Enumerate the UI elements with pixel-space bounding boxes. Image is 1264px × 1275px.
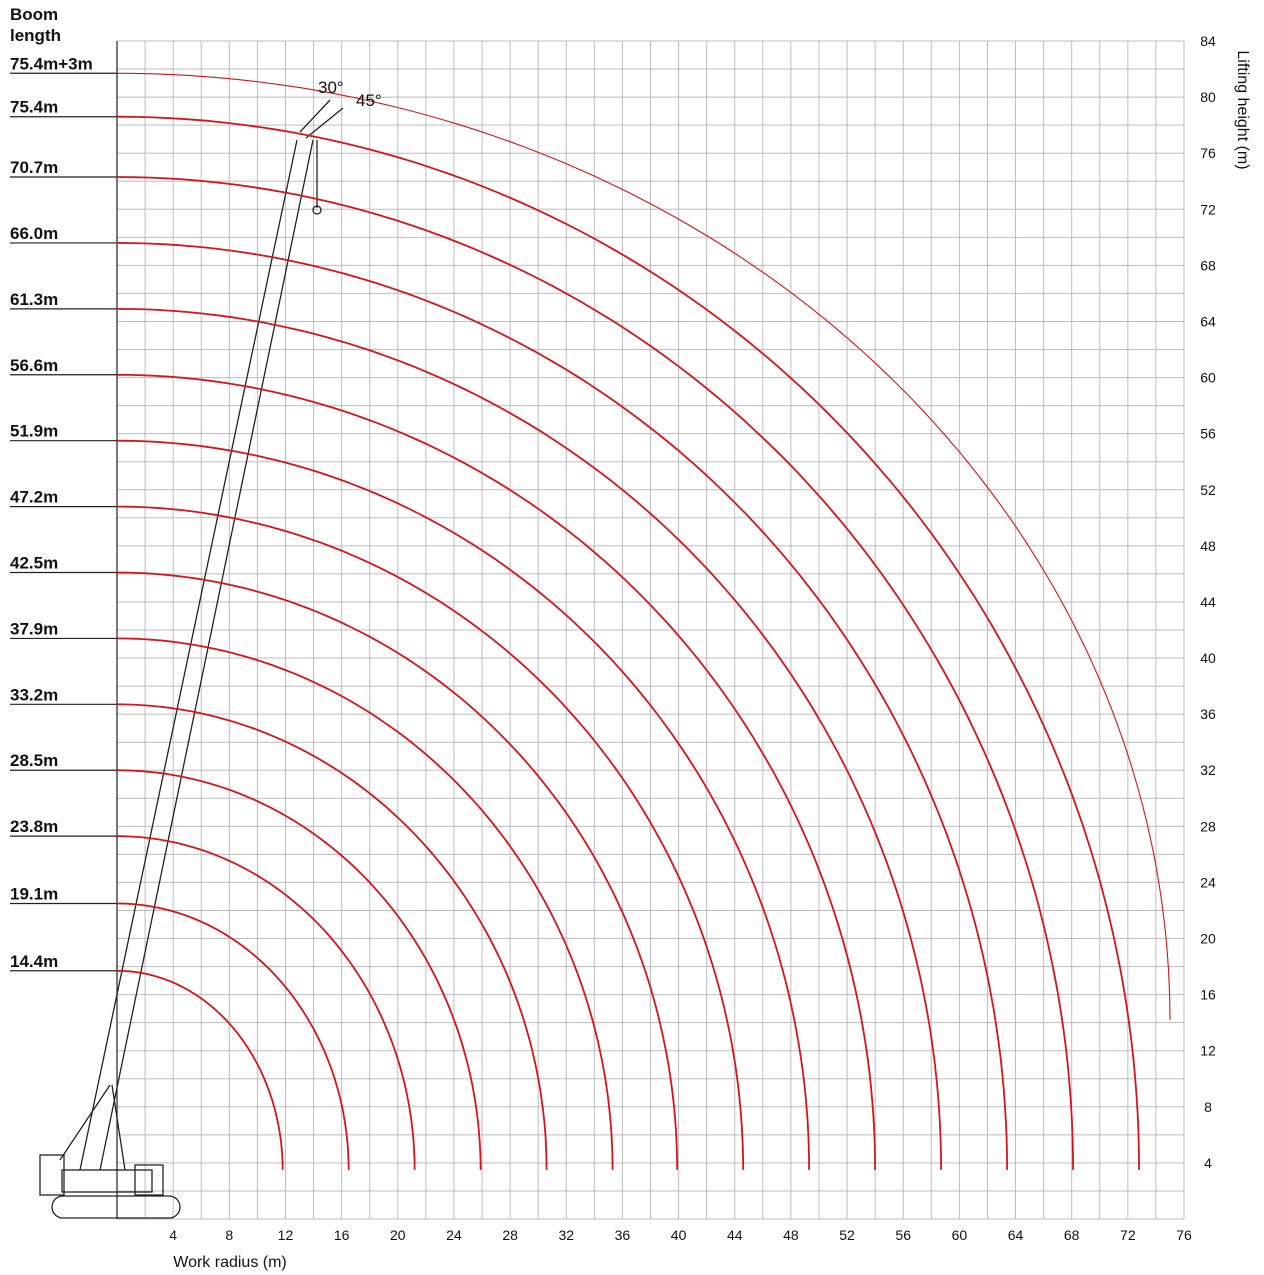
y-tick-label: 36 <box>1200 706 1216 722</box>
x-tick-label: 36 <box>615 1227 631 1243</box>
curve-19.1m <box>117 902 350 1170</box>
crane-mast <box>111 1084 126 1171</box>
boom-length-label: 51.9m <box>10 422 58 441</box>
boom-length-label: 47.2m <box>10 488 58 507</box>
angle-label-30: 30° <box>318 78 344 97</box>
x-tick-label: 28 <box>502 1227 518 1243</box>
x-tick-label: 76 <box>1176 1227 1192 1243</box>
y-tick-label: 68 <box>1200 257 1216 273</box>
curve-66.0m <box>116 242 1008 1170</box>
boom-length-label: 23.8m <box>10 817 58 836</box>
x-tick-label: 20 <box>390 1227 406 1243</box>
y-tick-label: 32 <box>1200 762 1216 778</box>
y-tick-label: 56 <box>1200 426 1216 442</box>
x-tick-label: 72 <box>1120 1227 1136 1243</box>
grid <box>116 40 1185 1220</box>
y-tick-label: 12 <box>1200 1043 1216 1059</box>
x-tick-label: 56 <box>895 1227 911 1243</box>
x-tick-label: 60 <box>952 1227 968 1243</box>
y-tick-label: 52 <box>1200 482 1216 498</box>
x-tick-label: 40 <box>671 1227 687 1243</box>
x-tick-label: 12 <box>278 1227 294 1243</box>
boom-length-label: 42.5m <box>10 554 58 573</box>
boom-length-header-line1: Boom <box>10 5 58 24</box>
curve-28.5m <box>116 769 482 1170</box>
y-tick-label: 16 <box>1200 987 1216 1003</box>
y-tick-label: 40 <box>1200 650 1216 666</box>
y-tick-label: 84 <box>1200 33 1216 49</box>
curve-23.8m <box>116 835 416 1170</box>
boom-length-label: 66.0m <box>10 224 58 243</box>
x-tick-label: 68 <box>1064 1227 1080 1243</box>
y-tick-label: 60 <box>1200 370 1216 386</box>
y-tick-label: 72 <box>1200 201 1216 217</box>
crane-hook-block <box>312 205 322 215</box>
curve-14.4m <box>117 969 284 1170</box>
crane-upperworks <box>61 1169 153 1193</box>
y-tick-label: 20 <box>1200 931 1216 947</box>
crane-track <box>51 1195 181 1219</box>
curve-33.2m <box>116 703 548 1170</box>
curve-37.9m <box>116 637 614 1170</box>
x-tick-label: 32 <box>558 1227 574 1243</box>
curve-47.2m <box>116 505 745 1170</box>
y-tick-label: 64 <box>1200 313 1216 329</box>
x-tick-label: 64 <box>1008 1227 1024 1243</box>
y-axis-title: Lifting height (m) <box>1234 50 1251 169</box>
x-tick-label: 44 <box>727 1227 743 1243</box>
y-tick-label: 80 <box>1200 89 1216 105</box>
crane-jib-30 <box>299 99 331 133</box>
x-tick-label: 8 <box>225 1227 233 1243</box>
curve-75.4m+3m <box>116 72 1171 1020</box>
y-tick-label: 8 <box>1204 1099 1212 1115</box>
crane-boom-left-chord <box>79 139 298 1171</box>
curve-70.7m <box>116 176 1074 1170</box>
y-tick-label: 28 <box>1200 818 1216 834</box>
crane-cab <box>134 1164 164 1196</box>
boom-length-label: 56.6m <box>10 356 58 375</box>
y-tick-label: 44 <box>1200 594 1216 610</box>
crane-jib-45 <box>305 107 344 139</box>
boom-length-labels: 14.4m 19.1m 23.8m 28.5m 33.2m 37.9m 42.5m 47.2m… <box>10 54 93 971</box>
boom-length-label: 75.4m <box>10 98 58 117</box>
crane-backstay <box>59 1084 111 1161</box>
x-axis-title: Work radius (m) <box>173 1254 287 1271</box>
curve-42.5m <box>116 571 679 1170</box>
crane-boom-right-chord <box>99 139 314 1171</box>
boom-length-label: 14.4m <box>10 952 58 971</box>
boom-length-label: 28.5m <box>10 751 58 770</box>
curve-56.6m <box>116 373 876 1170</box>
x-tick-label: 16 <box>334 1227 350 1243</box>
crane-illustration <box>39 99 344 1219</box>
boom-length-label: 19.1m <box>10 884 58 903</box>
x-tick-label: 24 <box>446 1227 462 1243</box>
boom-length-curves <box>116 72 1171 1170</box>
curve-61.3m <box>116 308 942 1170</box>
boom-length-label: 61.3m <box>10 290 58 309</box>
crane-counterweight <box>39 1154 65 1196</box>
y-tick-label: 48 <box>1200 538 1216 554</box>
curve-51.9m <box>116 439 810 1170</box>
curve-75.4m <box>116 115 1140 1170</box>
boom-length-label: 33.2m <box>10 685 58 704</box>
y-tick-label: 76 <box>1200 145 1216 161</box>
x-tick-label: 48 <box>783 1227 799 1243</box>
x-tick-label: 4 <box>169 1227 177 1243</box>
boom-length-label: 75.4m+3m <box>10 54 93 73</box>
boom-length-header-line2: length <box>10 26 61 45</box>
x-tick-label: 52 <box>839 1227 855 1243</box>
y-tick-label: 24 <box>1200 874 1216 890</box>
boom-length-leaders <box>10 72 117 972</box>
boom-length-label: 70.7m <box>10 158 58 177</box>
boom-length-label: 37.9m <box>10 619 58 638</box>
y-tick-label: 4 <box>1204 1155 1212 1171</box>
angle-label-45: 45° <box>356 91 382 110</box>
